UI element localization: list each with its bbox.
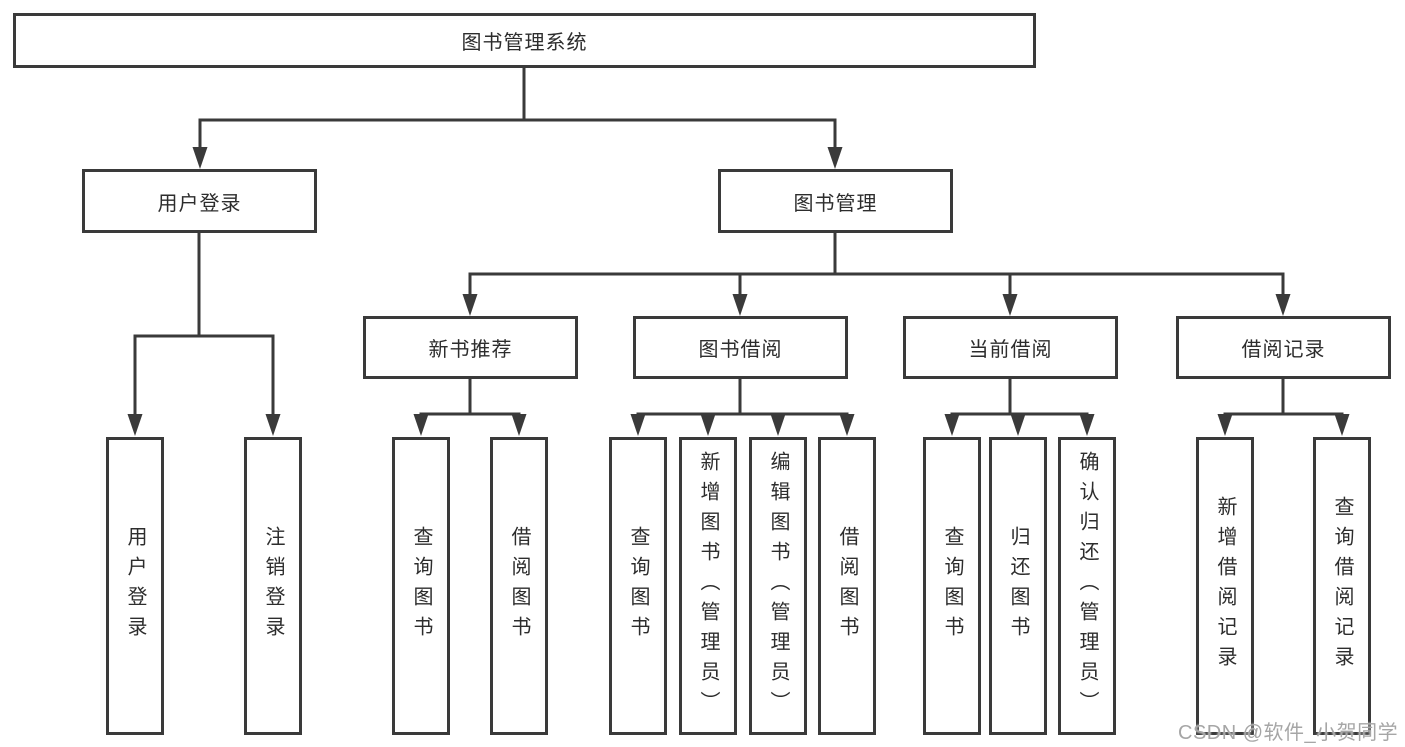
leaf-edit-book-admin: 编辑图书（管理员） [749, 437, 807, 735]
leaf-logout: 注销登录 [244, 437, 302, 735]
node-new-book-recommend: 新书推荐 [363, 316, 578, 379]
leaf-user-login: 用户登录 [106, 437, 164, 735]
leaf-add-book-admin: 新增图书（管理员） [679, 437, 737, 735]
node-book-borrow-label: 图书借阅 [698, 339, 783, 361]
leaf-query-borrow-record: 查询借阅记录 [1313, 437, 1371, 735]
node-library-system: 图书管理系统 [13, 13, 1036, 68]
node-user-login: 用户登录 [82, 169, 317, 233]
leaf-return-book: 归还图书 [989, 437, 1047, 735]
leaf-query-books-recommend: 查询图书 [392, 437, 450, 735]
leaf-add-borrow-record: 新增借阅记录 [1196, 437, 1254, 735]
leaf-confirm-return-admin: 确认归还（管理员） [1058, 437, 1116, 735]
leaf-query-books-borrow: 查询图书 [609, 437, 667, 735]
node-borrow-records-label: 借阅记录 [1241, 339, 1326, 361]
csdn-watermark: CSDN @软件_小贺同学 [1178, 722, 1399, 744]
node-book-management: 图书管理 [718, 169, 953, 233]
node-current-borrow-label: 当前借阅 [968, 339, 1053, 361]
node-book-management-label: 图书管理 [793, 192, 878, 215]
node-library-system-label: 图书管理系统 [461, 32, 588, 54]
node-user-login-label: 用户登录 [157, 192, 242, 215]
leaf-borrow-books-recommend: 借阅图书 [490, 437, 548, 735]
node-borrow-records: 借阅记录 [1176, 316, 1391, 379]
leaf-borrow-books: 借阅图书 [818, 437, 876, 735]
leaf-query-books-current: 查询图书 [923, 437, 981, 735]
node-current-borrow: 当前借阅 [903, 316, 1118, 379]
node-book-borrow: 图书借阅 [633, 316, 848, 379]
node-new-book-recommend-label: 新书推荐 [428, 339, 513, 361]
